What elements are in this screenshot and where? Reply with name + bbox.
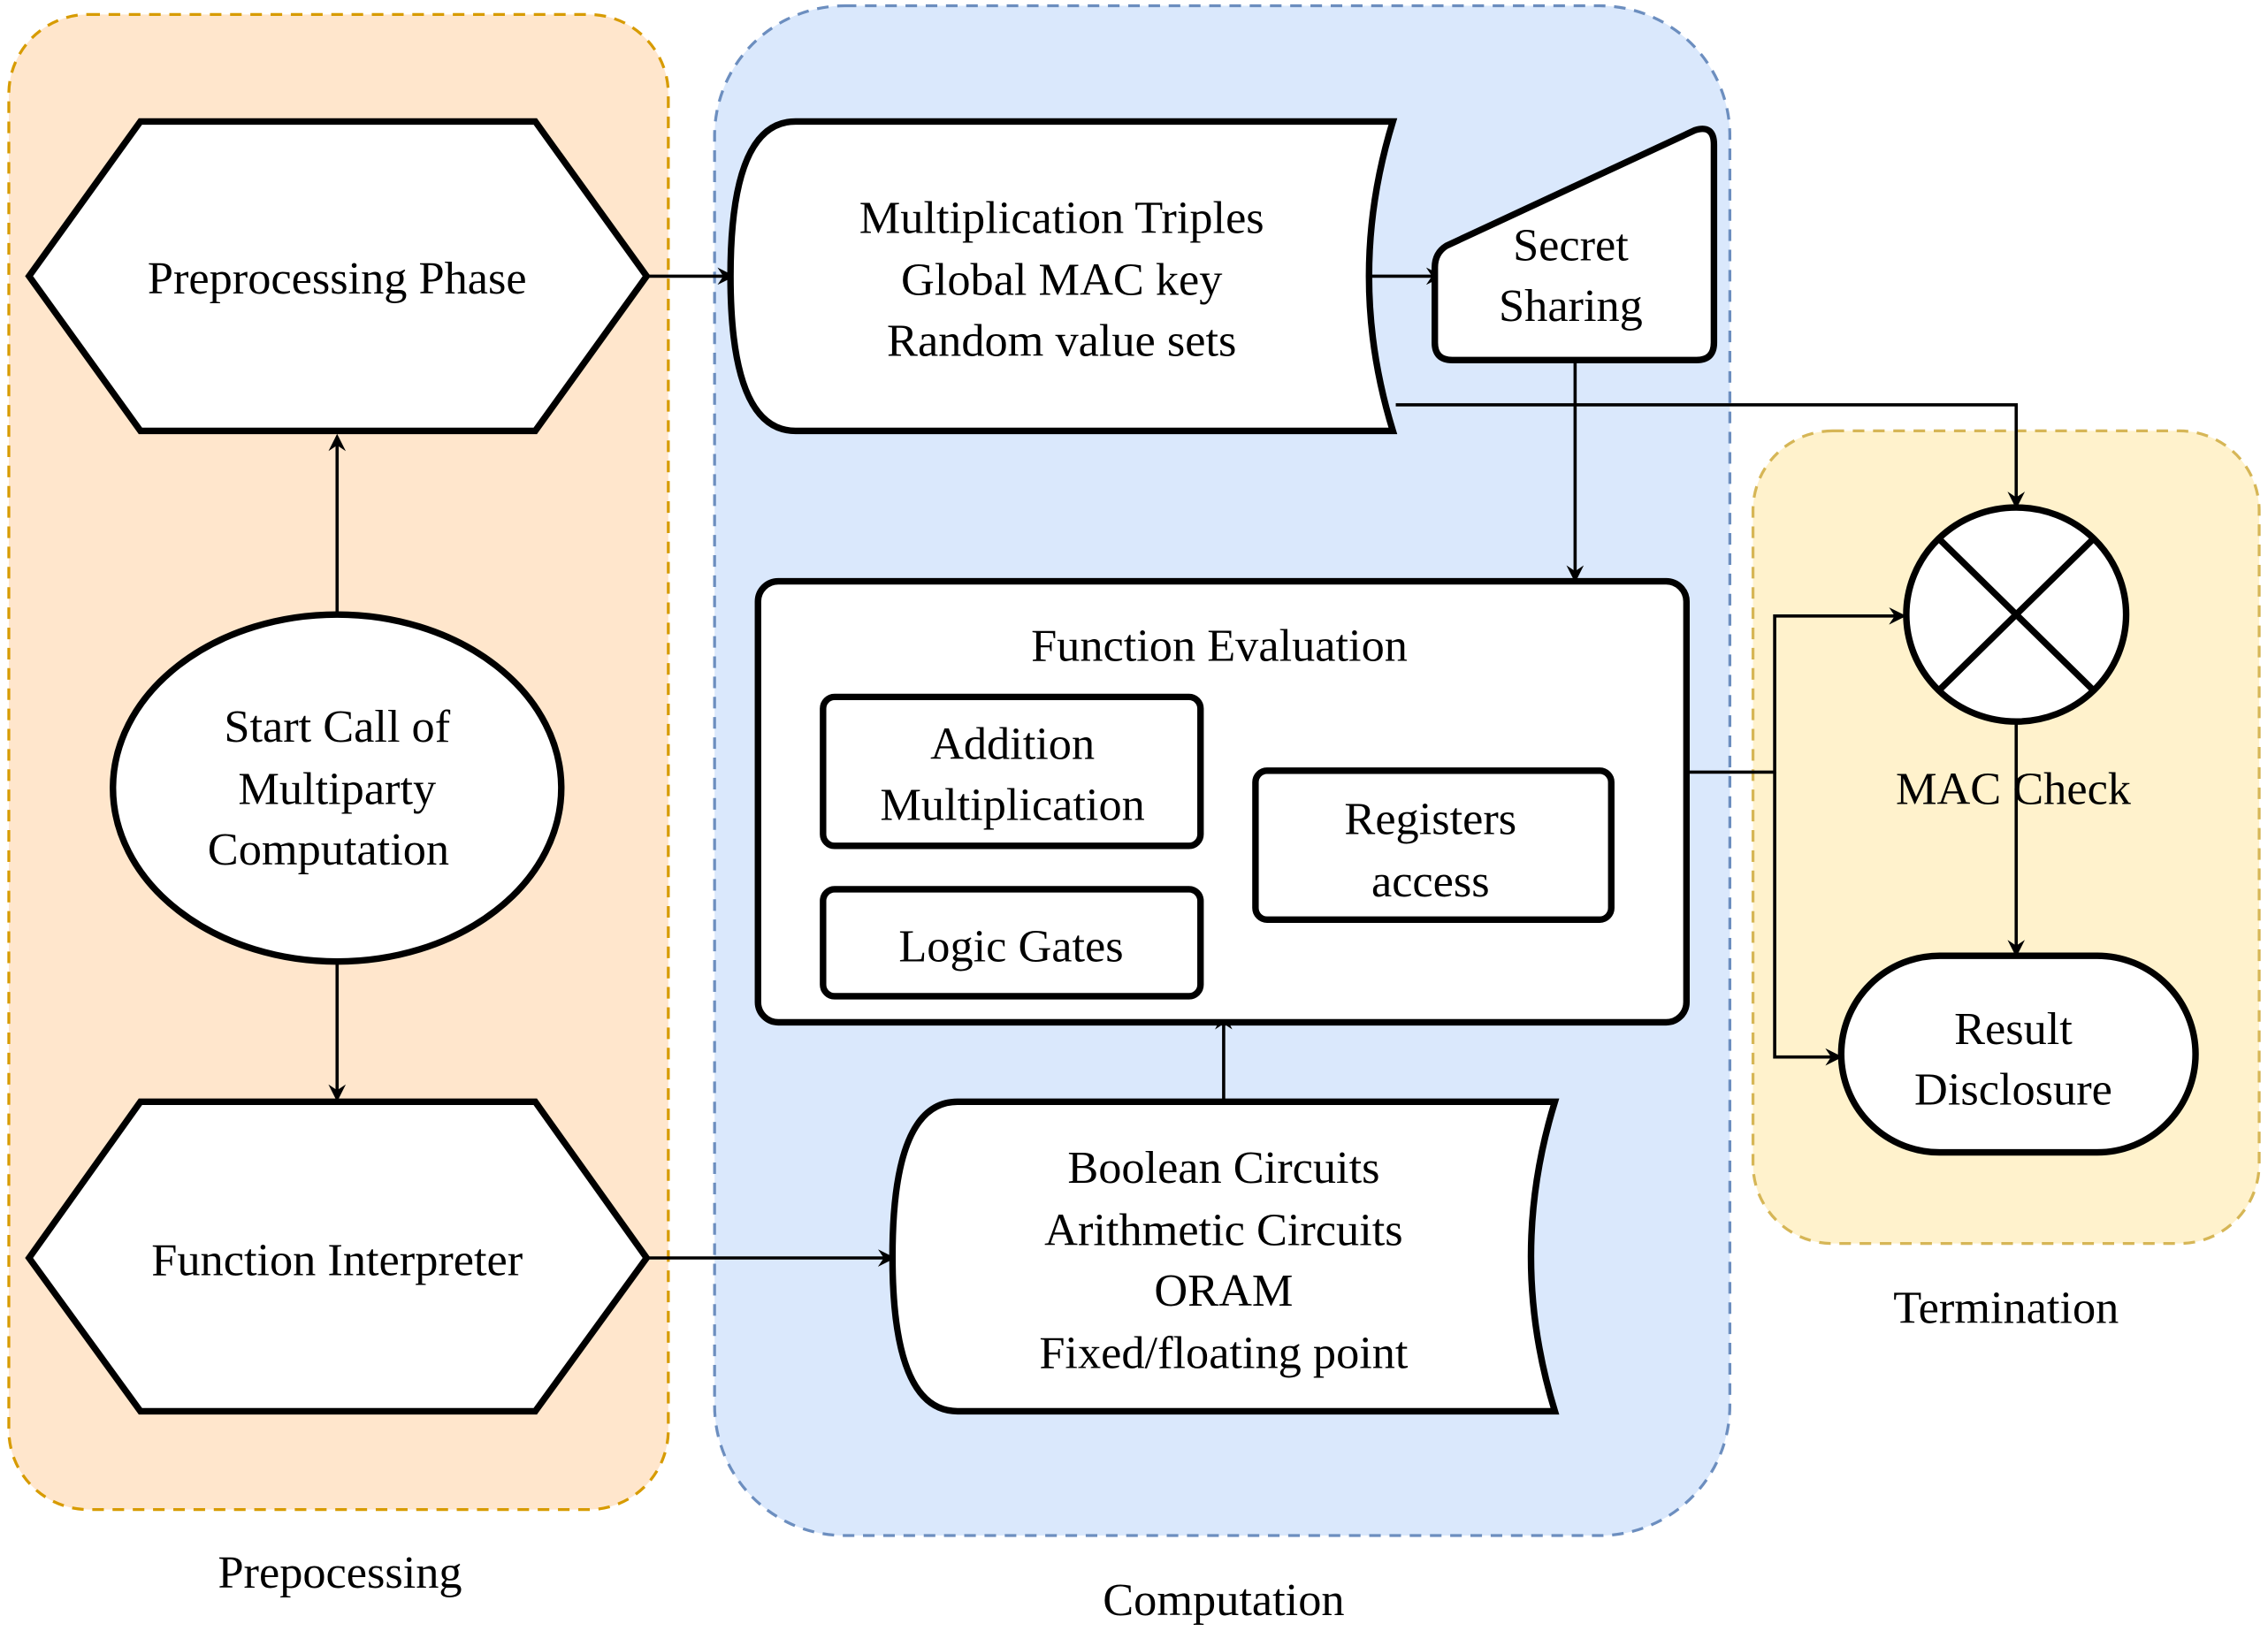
edge-evaluation-to-mac-check	[1686, 606, 1906, 774]
computation-group-label: Computation	[1103, 1574, 1344, 1626]
addition-label: Addition	[930, 719, 1095, 770]
secret-sharing-label-2: Sharing	[1499, 280, 1643, 332]
secret-sharing-label-1: Secret	[1513, 219, 1629, 271]
edge-data-to-mac-check	[1395, 403, 2026, 509]
function-interpreter-node[interactable]: Function Interpreter	[25, 1098, 651, 1415]
result-disclosure-node[interactable]: Result Disclosure	[1837, 952, 2199, 1156]
preprocessing-group-label: Prepocessing	[218, 1547, 462, 1598]
secret-sharing-node[interactable]: Secret Sharing	[1432, 126, 1718, 363]
function-evaluation-label: Function Evaluation	[1031, 620, 1408, 671]
result-label: Result	[1954, 1003, 2073, 1055]
registers-label: Registers	[1344, 794, 1516, 845]
preprocessing-phase-label: Preprocessing Phase	[148, 253, 527, 304]
circuits-node[interactable]: Boolean Circuits Arithmetic Circuits ORA…	[889, 1098, 1560, 1415]
start-call-node[interactable]: Start Call of Multiparty Computation	[110, 611, 565, 965]
circuits-line-4: Fixed/floating point	[1039, 1327, 1409, 1378]
preprocessed-data-node[interactable]: Multiplication Triples Global MAC key Ra…	[727, 118, 1398, 435]
preprocessed-data-line-3: Random value sets	[887, 315, 1236, 366]
access-label: access	[1371, 856, 1490, 907]
mac-check-cross-2	[1936, 535, 2097, 694]
logic-gates-label: Logic Gates	[898, 921, 1123, 972]
multiplication-label: Multiplication	[880, 779, 1144, 830]
circuits-line-1: Boolean Circuits	[1067, 1142, 1379, 1193]
preprocessing-phase-node[interactable]: Preprocessing Phase	[25, 118, 651, 435]
preprocessed-data-line-2: Global MAC key	[901, 255, 1222, 306]
registers-access-node[interactable]: Registers access	[1252, 767, 1615, 923]
start-call-label-1: Start Call of	[224, 701, 450, 752]
termination-group-label: Termination	[1893, 1283, 2119, 1334]
logic-gates-node[interactable]: Logic Gates	[820, 886, 1204, 1000]
mac-check-node[interactable]	[1903, 504, 2130, 725]
addition-multiplication-node[interactable]: Addition Multiplication	[820, 693, 1204, 850]
circuits-line-2: Arithmetic Circuits	[1044, 1204, 1402, 1255]
circuits-line-3: ORAM	[1154, 1265, 1293, 1316]
start-call-label-3: Computation	[208, 824, 449, 875]
start-call-label-2: Multiparty	[238, 763, 436, 814]
function-interpreter-label: Function Interpreter	[151, 1235, 523, 1286]
preprocessed-data-line-1: Multiplication Triples	[859, 192, 1264, 243]
disclosure-label: Disclosure	[1914, 1064, 2112, 1116]
edge-evaluation-to-result	[1773, 772, 1843, 1066]
mac-check-label: MAC Check	[1896, 763, 2132, 814]
